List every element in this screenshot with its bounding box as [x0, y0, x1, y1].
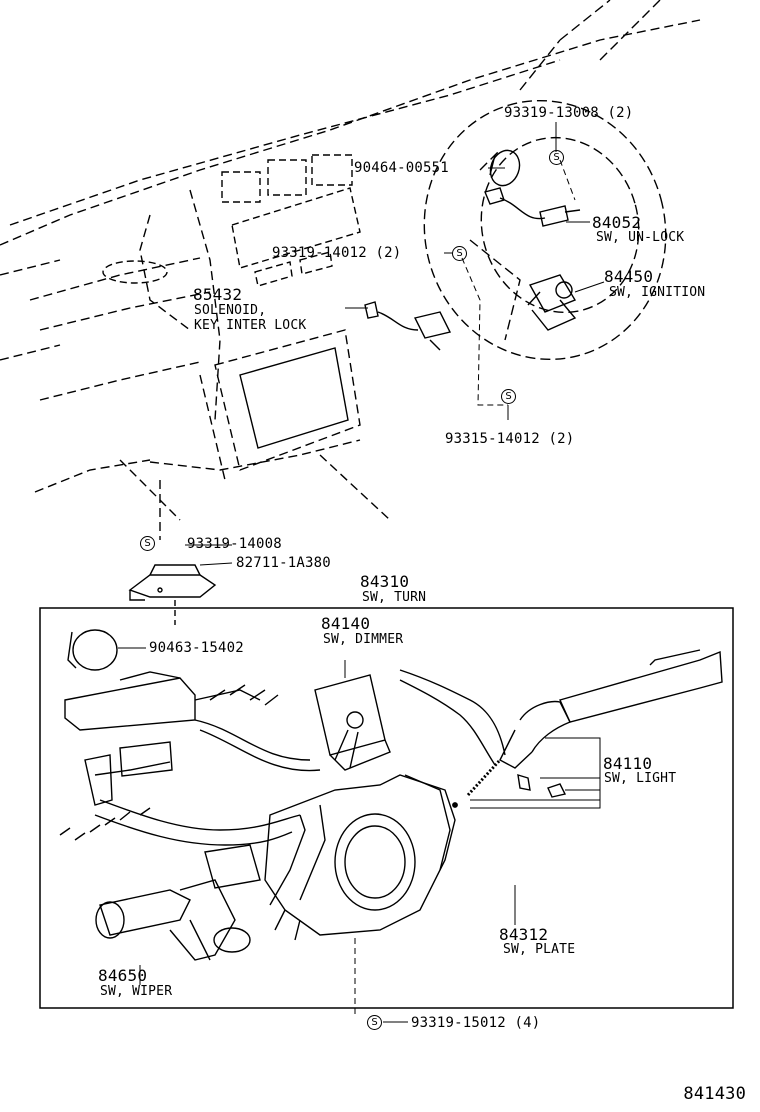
part-84450-desc: SW, IGNITION [609, 285, 706, 300]
part-93319-14012: 93319-14012 (2) [272, 245, 402, 261]
part-84052-desc: SW, UN-LOCK [596, 230, 685, 245]
part-93315-14012: 93315-14012 (2) [445, 431, 575, 447]
part-93319-13008: 93319-13008 (2) [504, 105, 634, 121]
part-93319-15012: 93319-15012 (4) [411, 1015, 541, 1031]
part-93319-14008: 93319-14008 [187, 536, 282, 552]
part-85432-desc-line1: SOLENOID, [194, 303, 267, 318]
center-console-panel [199, 329, 361, 481]
catalog-number: 841430 [683, 1084, 746, 1104]
instrument-cluster [102, 154, 361, 287]
screw-symbol-icon: S [367, 1015, 382, 1030]
part-84650-desc: SW, WIPER [100, 984, 173, 999]
combination-switch-parts [59, 629, 723, 961]
column-parts [364, 149, 581, 351]
bracket-82711 [128, 544, 233, 625]
part-84140-desc: SW, DIMMER [323, 632, 404, 647]
part-84650-number: 84650 [98, 966, 148, 985]
part-84450-number: 84450 [604, 267, 654, 286]
lower-leaders [139, 660, 601, 1023]
screw-symbol-icon: S [501, 389, 516, 404]
part-84312-desc: SW, PLATE [503, 942, 576, 957]
part-84310-number: 84310 [360, 572, 410, 591]
upper-leaders [345, 122, 605, 420]
part-84110-number: 84110 [603, 754, 653, 773]
part-82711-1A380: 82711-1A380 [236, 555, 331, 571]
screw-symbol-icon: S [452, 246, 467, 261]
part-90464-00551: 90464-00551 [354, 160, 449, 176]
part-90463-15402: 90463-15402 [149, 640, 244, 656]
part-84312-number: 84312 [499, 925, 549, 944]
part-85432-number: 85432 [193, 285, 243, 304]
screw-symbol-icon: S [549, 150, 564, 165]
screw-symbol-icon: S [140, 536, 155, 551]
part-85432-desc-line2: KEY INTER LOCK [194, 318, 307, 333]
part-84110-desc: SW, LIGHT [604, 771, 677, 786]
part-84310-desc: SW, TURN [362, 590, 427, 605]
steering-wheel-outline [423, 0, 667, 361]
assembly-frame [39, 607, 734, 1009]
part-84140-number: 84140 [321, 614, 371, 633]
part-84052-number: 84052 [592, 213, 642, 232]
dashboard-outline [0, 19, 701, 540]
